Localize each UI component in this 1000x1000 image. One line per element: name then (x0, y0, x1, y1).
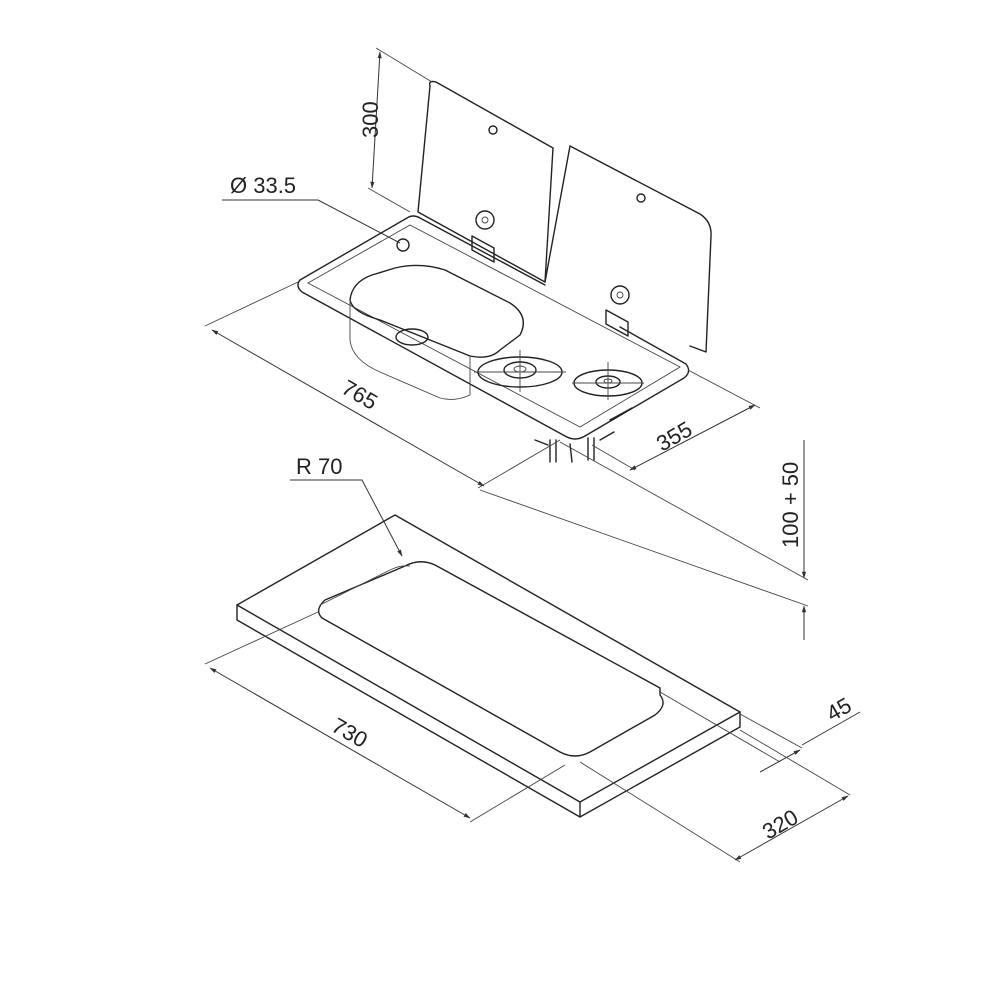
dimension-cutout-length: 730 (204, 611, 566, 823)
dimension-edge-offset: 45 (659, 691, 861, 773)
dimension-lid-height: 300 (358, 47, 433, 213)
worktop-edge (236, 604, 741, 818)
label-cutout-length: 730 (328, 713, 372, 753)
hinge-left (471, 210, 495, 263)
gas-fittings (534, 407, 633, 463)
burner-small (572, 362, 644, 400)
dimension-unit-depth: 355 (591, 369, 761, 471)
tap-hole (396, 238, 410, 252)
unit-rim-inner (307, 224, 681, 428)
label-edge-offset: 45 (822, 692, 856, 726)
worktop (236, 514, 741, 818)
lid-hole-right (636, 193, 646, 203)
label-clearance: 100 + 50 (778, 462, 803, 548)
label-unit-length: 765 (338, 375, 382, 415)
lid-hole-left (488, 125, 498, 135)
label-lid-height: 300 (358, 101, 383, 138)
glass-lid-right (544, 145, 712, 353)
label-cutout-depth: 320 (758, 804, 802, 844)
worktop-top-face (236, 514, 741, 803)
sink-basin (349, 264, 524, 358)
label-tap-hole: Ø 33.5 (230, 173, 296, 198)
dimension-unit-length: 765 (204, 281, 561, 489)
dimension-cutout-radius: R 70 (290, 454, 403, 557)
hinge-right (605, 285, 630, 337)
label-cutout-radius: R 70 (296, 454, 342, 479)
worktop-cutout (317, 561, 664, 757)
dimension-cutout-depth: 320 (579, 729, 851, 863)
dimension-tap-hole: Ø 33.5 (222, 173, 401, 244)
dimension-clearance: 100 + 50 (479, 440, 809, 640)
glass-lid-left (417, 80, 554, 283)
label-unit-depth: 355 (652, 416, 696, 456)
